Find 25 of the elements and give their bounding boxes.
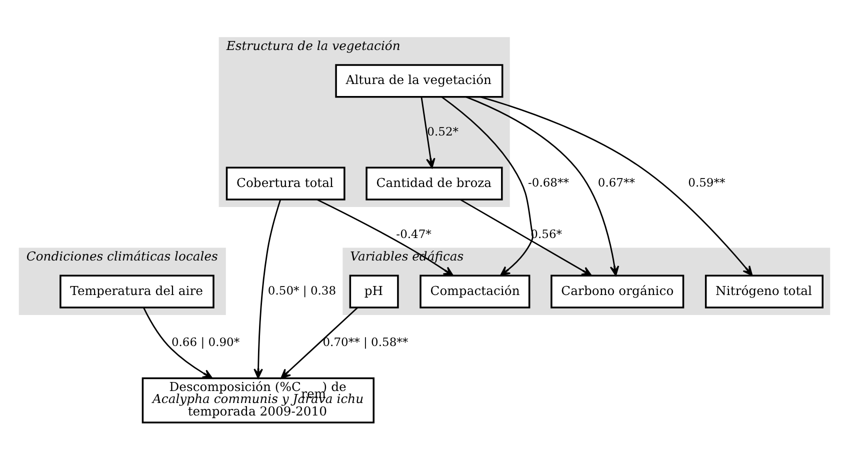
edge-label: 0.70** | 0.58** bbox=[322, 334, 408, 349]
arrow bbox=[142, 307, 213, 379]
node-box: Nitrógeno total bbox=[704, 274, 824, 308]
edge-label: 0.50* | 0.38 bbox=[268, 284, 336, 298]
arrow bbox=[316, 198, 454, 276]
edge-label: -0.68** bbox=[528, 176, 570, 190]
arrow bbox=[420, 97, 436, 168]
node-box: Altura de la vegetación bbox=[335, 64, 504, 98]
edge-label: 0.66 | 0.90* bbox=[171, 334, 240, 349]
node-box: Compactación bbox=[420, 274, 530, 308]
arrow bbox=[480, 96, 753, 276]
edge-label: 0.52* bbox=[427, 124, 459, 138]
edge-label: -0.47* bbox=[396, 226, 432, 241]
arrow bbox=[441, 96, 534, 276]
arrow bbox=[460, 199, 592, 276]
edge-label: 0.67** bbox=[598, 176, 636, 190]
arrow bbox=[466, 96, 620, 276]
edge-label: 0.59** bbox=[688, 176, 726, 190]
node-box: Cobertura total bbox=[226, 166, 346, 200]
node-box: Carbono orgánico bbox=[550, 274, 684, 308]
arrow bbox=[254, 200, 282, 379]
node-box: Cantidad de broza bbox=[366, 166, 503, 200]
node-box: pH bbox=[349, 274, 399, 308]
arrow bbox=[280, 307, 358, 379]
node-box: Temperatura del aire bbox=[60, 274, 214, 308]
